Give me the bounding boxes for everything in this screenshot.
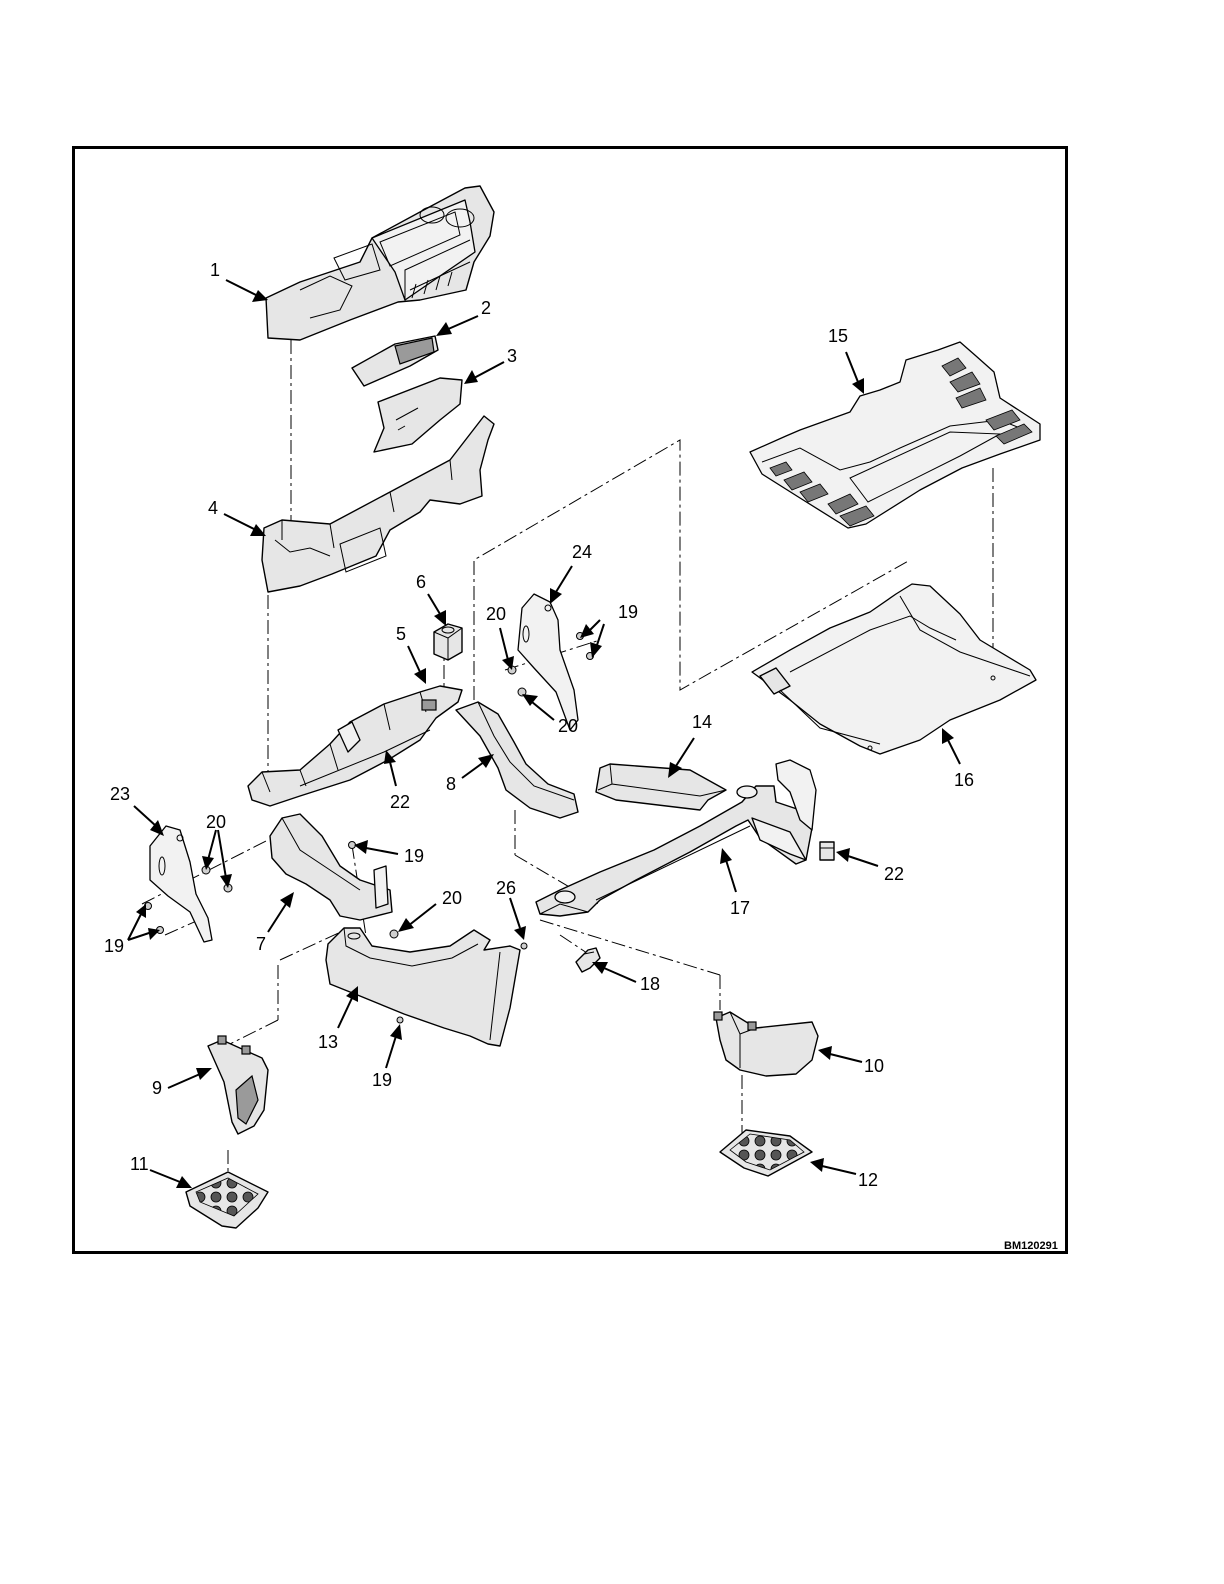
callout-19-cowl: 19: [404, 846, 424, 866]
part-latch-right: [820, 842, 834, 860]
callout-18: 18: [640, 974, 660, 994]
callout-6: 6: [416, 572, 426, 592]
callout-22-bracket: 22: [390, 792, 410, 812]
callout-11: 11: [130, 1154, 149, 1174]
part-left-mounting-plate: [150, 826, 212, 942]
callout-24: 24: [572, 542, 592, 562]
part-right-step-plate: [720, 1130, 812, 1176]
callout-19-right-plate: 19: [618, 602, 638, 622]
callout-20-right-plate-upper: 20: [486, 604, 506, 624]
callout-8: 8: [446, 774, 456, 794]
callout-3: 3: [507, 346, 517, 366]
part-left-step-plate: [186, 1172, 268, 1228]
figure-id: BM120291: [1004, 1240, 1058, 1252]
callout-13: 13: [318, 1032, 338, 1052]
part-right-step-bracket: [714, 1012, 818, 1076]
callout-9: 9: [152, 1078, 162, 1098]
part-cube-isolator: [434, 624, 462, 660]
callout-leaders: [128, 280, 960, 1188]
callout-20-left-plate: 20: [206, 812, 226, 832]
callout-7: 7: [256, 934, 266, 954]
callout-16: 16: [954, 770, 974, 790]
part-bracket-panel: [374, 378, 462, 452]
callout-15: 15: [828, 326, 848, 346]
callout-2: 2: [481, 298, 491, 318]
callout-5: 5: [396, 624, 406, 644]
part-left-step-bracket: [208, 1036, 268, 1134]
callout-22-latch: 22: [884, 864, 904, 884]
callout-20-right-plate-lower: 20: [558, 716, 578, 736]
part-floor-mat: [750, 342, 1040, 528]
part-floor-cover: [752, 584, 1036, 754]
callout-10: 10: [864, 1056, 884, 1076]
callout-1: 1: [210, 260, 220, 280]
callout-26: 26: [496, 878, 516, 898]
callout-17: 17: [730, 898, 750, 918]
callout-20-cowl: 20: [442, 888, 462, 908]
callout-12: 12: [858, 1170, 878, 1190]
part-clip: [576, 948, 600, 972]
part-small-cover: [352, 336, 438, 386]
part-tray: [596, 764, 726, 810]
part-kick-panel: [326, 928, 520, 1046]
callout-19-left-plate: 19: [104, 936, 124, 956]
part-mounting-bracket: [248, 686, 462, 806]
callout-23: 23: [110, 784, 130, 804]
callout-14: 14: [692, 712, 712, 732]
part-upper-console-cover: [266, 186, 494, 340]
part-right-mounting-plate: [518, 594, 578, 730]
callout-19-kick-panel: 19: [372, 1070, 392, 1090]
callout-4: 4: [208, 498, 218, 518]
